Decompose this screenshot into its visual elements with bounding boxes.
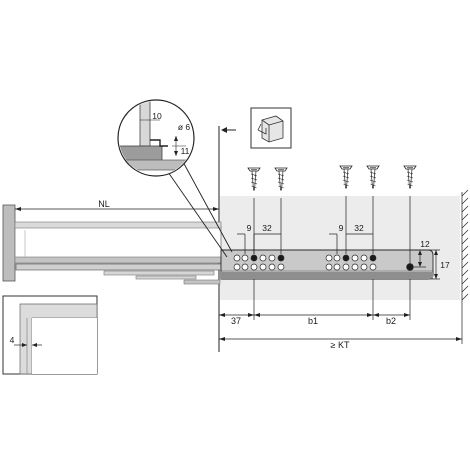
nl-label: NL [98,199,110,209]
hole-dimensions-front [237,198,282,254]
mounting-dimension-chain [219,279,411,320]
rail-height-dimensions [414,249,440,280]
front-arrow [221,127,236,133]
side-gap-label: 4 [10,335,15,345]
screw-icon [339,165,353,189]
detail-callout-leaders [167,159,233,258]
side-gap-detail [2,295,98,375]
offset-front-label: 37 [231,316,241,326]
runner-rails [15,263,223,285]
rail-height-label: 17 [440,260,450,270]
hole-dimensions-rear [329,196,411,264]
nl-dimension: NL [15,199,219,211]
hole-pitch-front-label: 32 [262,223,272,233]
spacing-b2-label: b2 [386,316,396,326]
cabinet-wall-hatch [461,189,469,302]
detail-diameter-label: ø 6 [178,122,191,132]
hole-group-rear [325,254,414,271]
screw-icon [366,165,380,189]
rail-height-top-label: 12 [420,239,430,249]
screw-icon [247,167,261,191]
detail-height-label: 11 [181,146,190,156]
hole-spacing-rear-label: 9 [339,223,344,233]
drawer-body [14,221,222,264]
cabinet-depth-label: ≥ KT [331,340,350,350]
detail-width-label: 10 [152,111,162,121]
detail-circle [117,99,195,177]
drawer-front [2,204,16,282]
screw-icon [403,165,417,189]
hole-pitch-rear-label: 32 [354,223,364,233]
cabinet-side-panel [220,196,460,300]
cabinet-mounting-icon [250,107,292,149]
hole-spacing-front-label: 9 [247,223,252,233]
cabinet-depth-dimension [219,302,463,344]
screw-icon [274,167,288,191]
spacing-b1-label: b1 [308,316,318,326]
hole-group-front [233,254,285,271]
